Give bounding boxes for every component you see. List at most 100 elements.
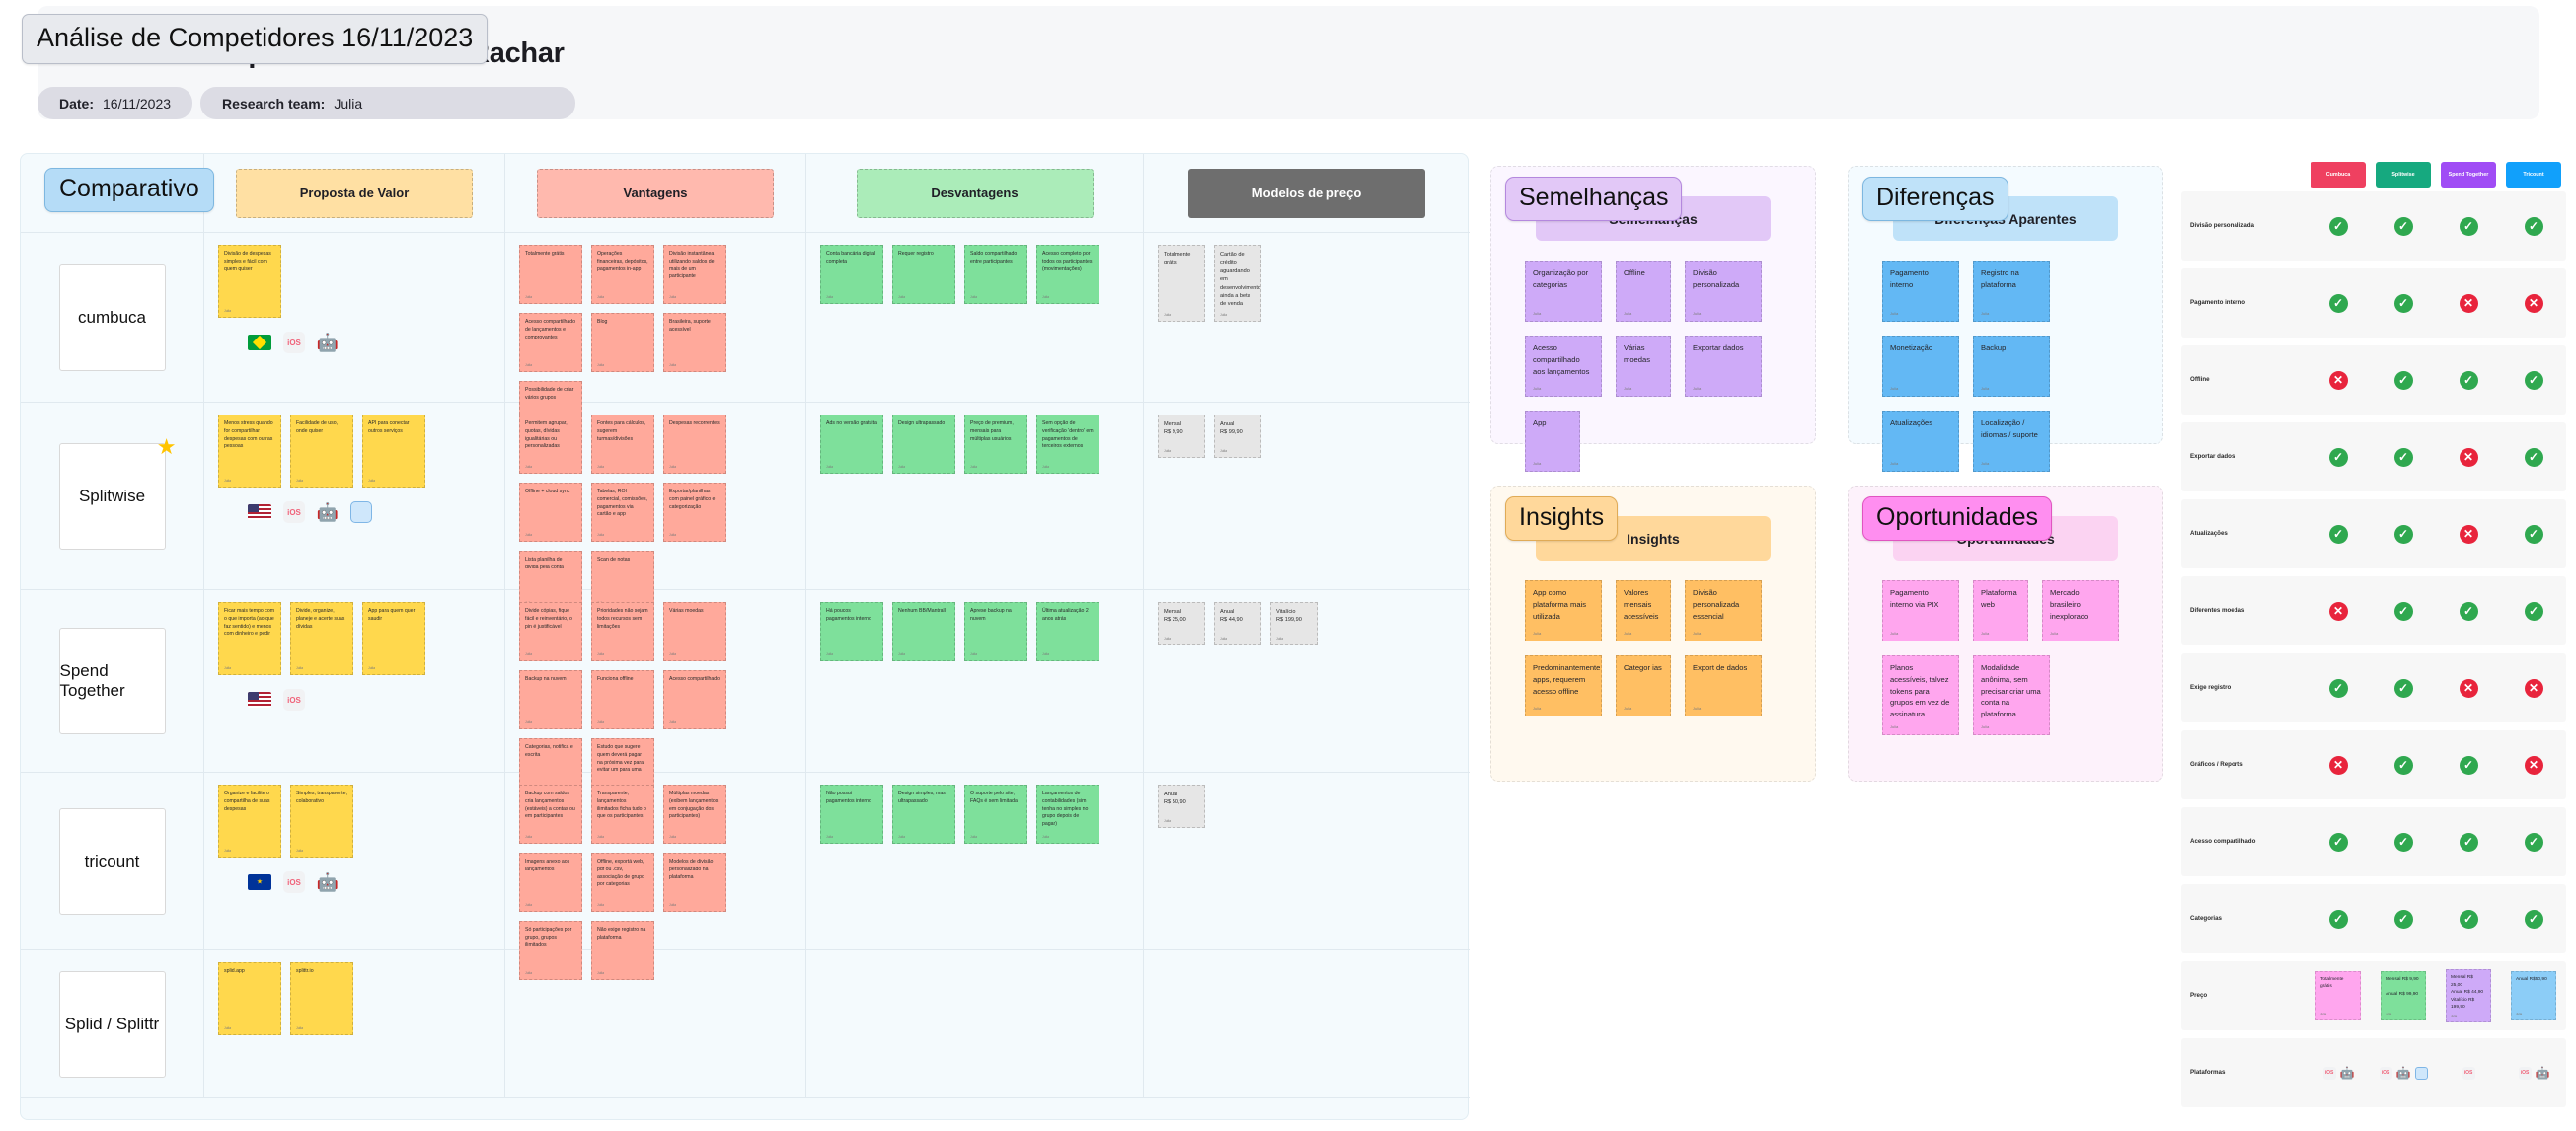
sticky-note[interactable]: Menos stress quando for compartilhar des… [218,415,281,488]
research-team-pill[interactable]: Research team: Julia [200,87,576,119]
sticky-note[interactable]: Fontes para cálculos, sugerem turmas/div… [591,415,654,474]
sticky-note[interactable]: Organize e facilite o compartilha de sua… [218,785,281,858]
sticky-note[interactable]: Backup com saldos cria lançamentos (está… [519,785,582,844]
sticky-note[interactable]: Acesso completo por todos os participant… [1036,245,1099,304]
competitor-logo-splidsplittr[interactable]: Splid / Splittr [58,970,166,1078]
sticky-note[interactable]: Divisão de despesas simples e fácil com … [218,245,281,318]
sticky-note[interactable]: Divisão instantânea utilizando saldos de… [663,245,726,304]
price-note[interactable]: Cartão de crédito aguardando em desenvol… [1214,245,1261,322]
panel-chip-insights[interactable]: Insights [1505,496,1619,541]
panel-sticky-note[interactable]: Predominantemente apps, requerem acesso … [1525,655,1602,716]
panel-sticky-note[interactable]: Planos acessíveis, talvez tokens para gr… [1882,655,1959,735]
matrix-app-header-splitwise[interactable]: Splitwise [2376,162,2431,188]
sticky-note[interactable]: Exportar/planilhas com painel gráfico e … [663,483,726,542]
panel-sticky-note[interactable]: Modalidade anônima, sem precisar criar u… [1973,655,2050,735]
sticky-note[interactable]: Ficar mais tempo com o que importa (ao q… [218,602,281,675]
matrix-app-header-spendtogether[interactable]: Spend Together [2441,162,2496,188]
sticky-note[interactable]: Lançamentos de contabilidades (sim tenha… [1036,785,1099,844]
sticky-note[interactable]: Múltiplas moedas (exibem lançamentos em … [663,785,726,844]
sticky-note[interactable]: Só participações por grupo, grupos ilimi… [519,921,582,980]
sticky-note[interactable]: Acesso compartilhado de lançamentos e co… [519,313,582,372]
competitor-logo-tricount[interactable]: tricount [58,807,166,915]
comparativo-chip[interactable]: Comparativo [44,168,214,212]
sticky-note[interactable]: Sem opção de verificação 'dentro' em pag… [1036,415,1099,474]
sticky-note[interactable]: Transparente, lançamentos ilimitados fic… [591,785,654,844]
title-chip-overlay[interactable]: Análise de Competidores 16/11/2023 [22,14,489,64]
sticky-note[interactable]: Divide, organize, planeje e acerte suas … [290,602,353,675]
competitor-logo-spendtogether[interactable]: Spend Together [58,628,166,734]
sticky-note[interactable]: Offline, exportá web, pdf ou .csv, assoc… [591,853,654,912]
competitor-logo-splitwise[interactable]: Splitwise★ [58,434,177,550]
panel-chip-oportunidades[interactable]: Oportunidades [1862,496,2053,541]
sticky-note[interactable]: Modelos de divisão personalizado na plat… [663,853,726,912]
panel-chip-diferencas[interactable]: Diferenças [1862,177,2008,221]
date-pill[interactable]: Date: 16/11/2023 [38,87,193,119]
sticky-note[interactable]: Tabelas, ROI comercial, comissões, pagam… [591,483,654,542]
competitor-logo-cumbuca[interactable]: cumbuca [58,264,166,371]
panel-chip-semelhancas[interactable]: Semelhanças [1505,177,1683,221]
sticky-note[interactable]: Permitem agrupar, quotas, dívidas iguali… [519,415,582,474]
sticky-note[interactable]: Preço de premium, mensais para múltiplas… [964,415,1027,474]
sticky-note[interactable]: Divide cópias, fique fácil e reinventári… [519,602,582,661]
matrix-app-header-tricount[interactable]: Tricount [2506,162,2561,188]
sticky-note[interactable]: O suporte pelo site, FAQs é sem limitada… [964,785,1027,844]
sticky-note[interactable]: Lista planilha de divida pela contaJulia [519,551,582,610]
sticky-note[interactable]: Scan de notasJulia [591,551,654,610]
sticky-note[interactable]: Prioridades não sejam todos recursos sem… [591,602,654,661]
